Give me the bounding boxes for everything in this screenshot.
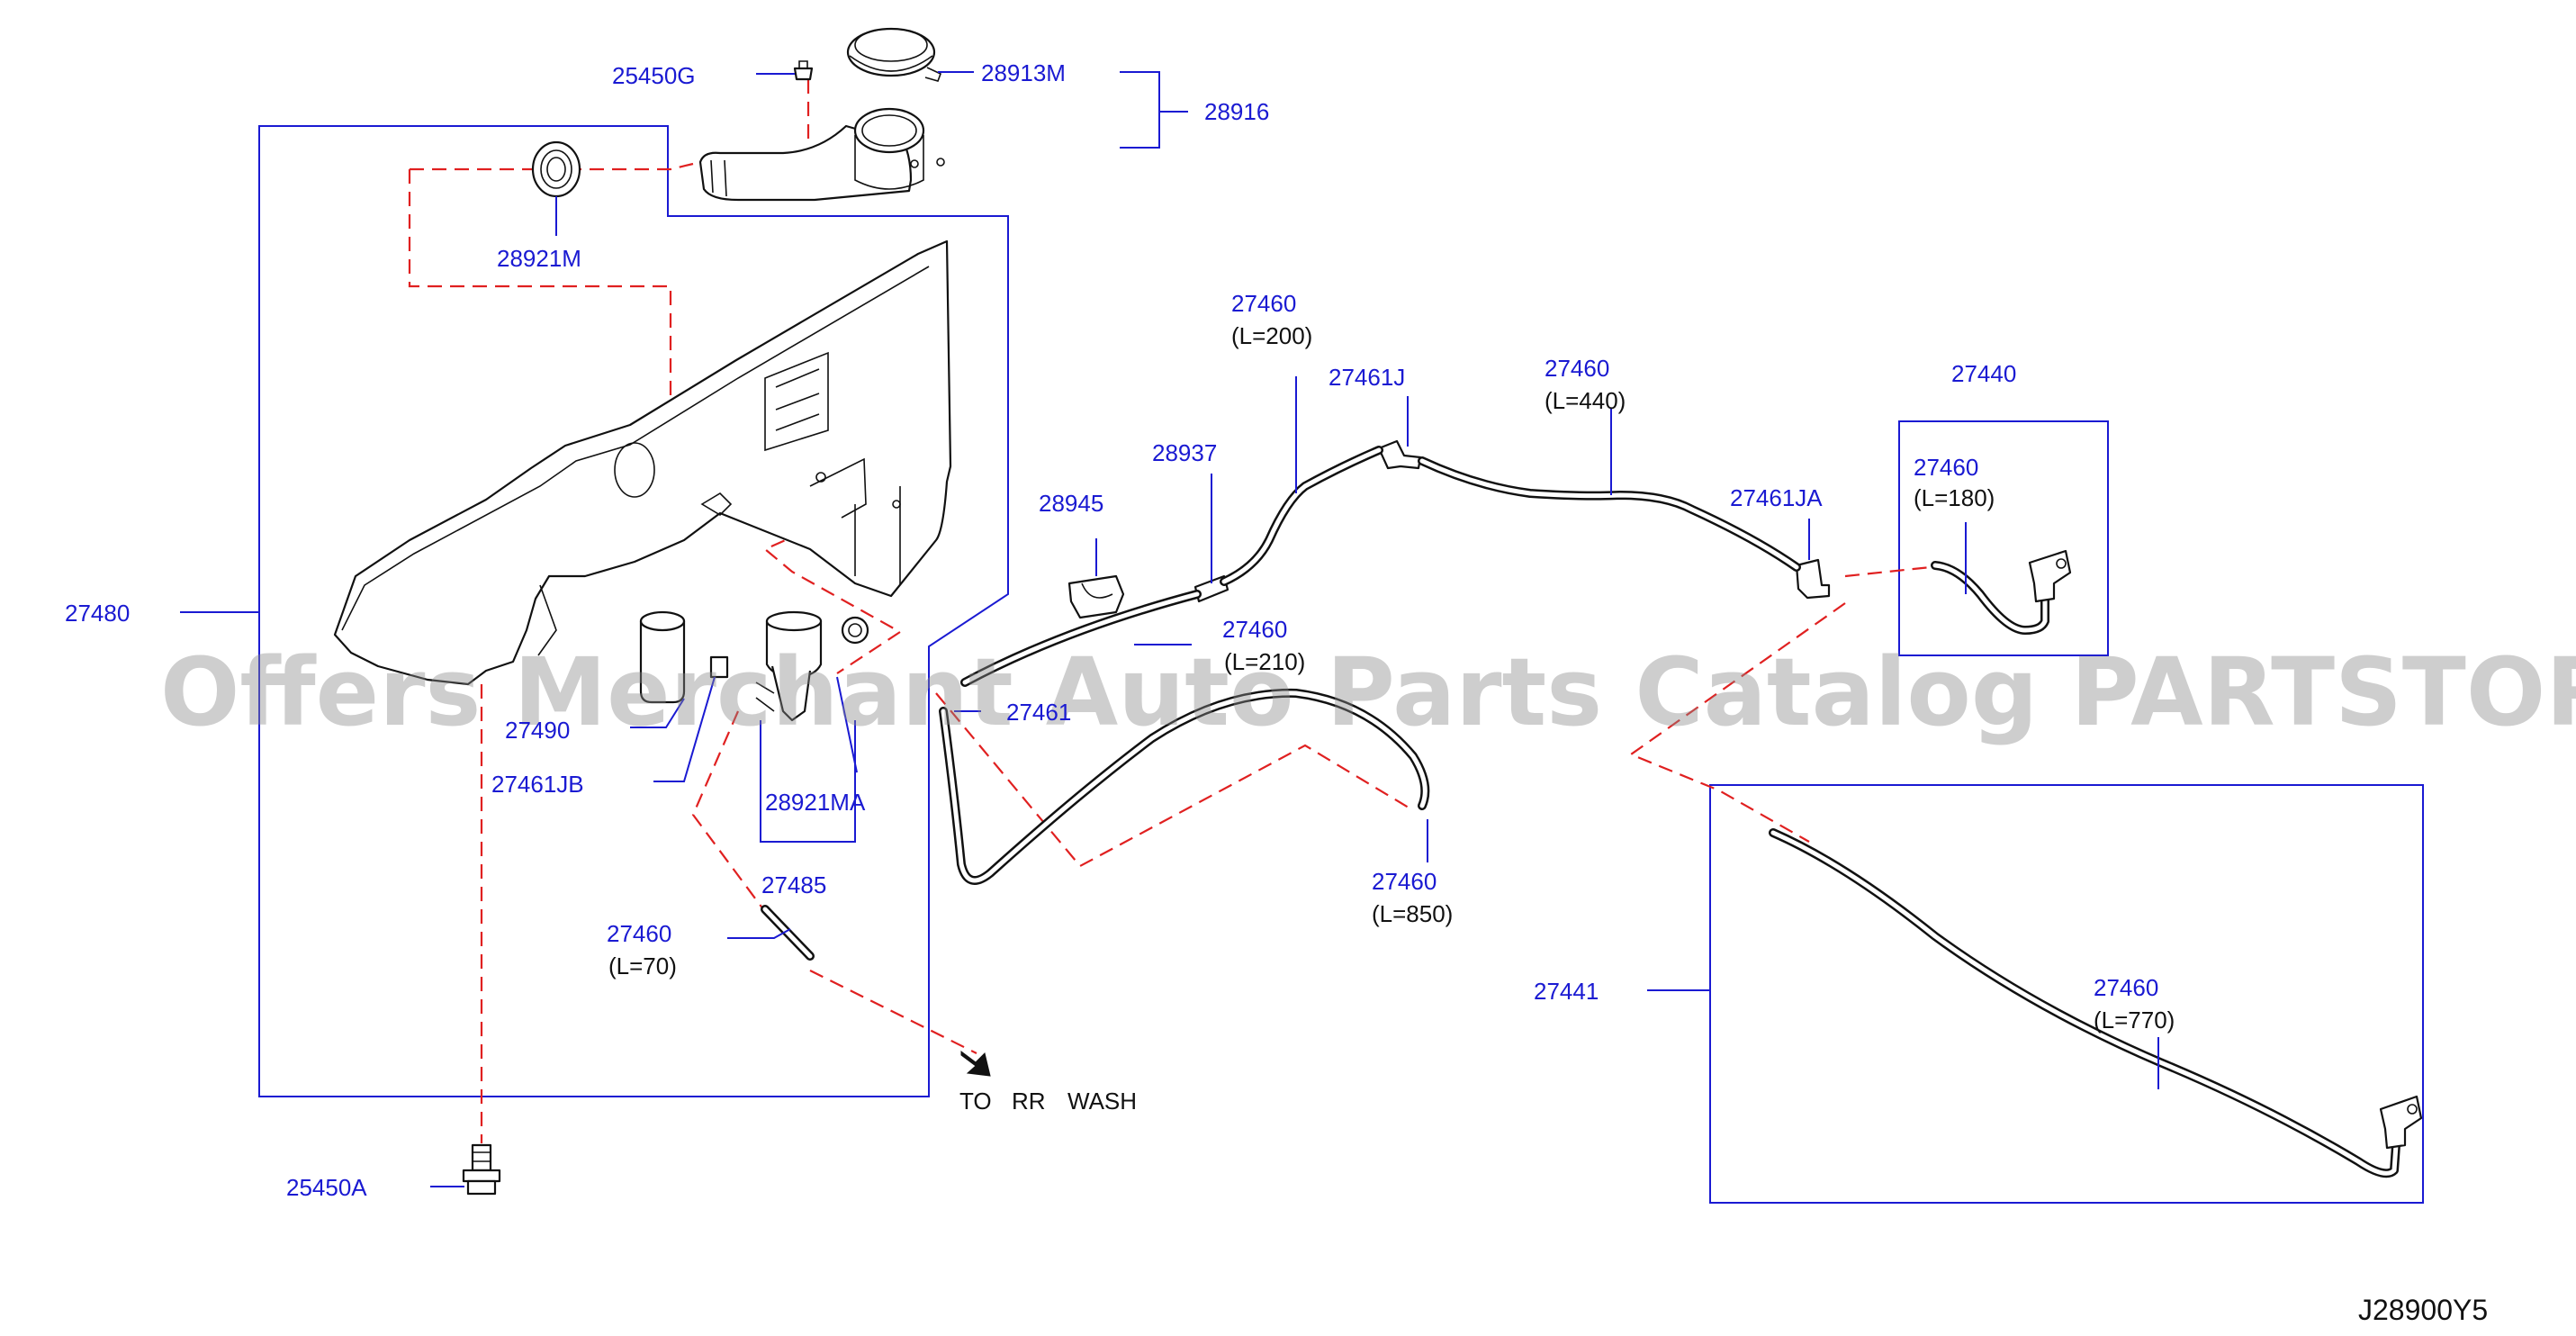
washer-pump-28921ma-icon [755,610,869,722]
note-wash: WASH [1067,1088,1137,1115]
callout-27480[interactable]: 27480 [65,600,130,627]
callout-27460-l180[interactable]: 27460 [1914,454,1978,481]
hose-clip-28945-icon [1067,574,1125,619]
length-l200: (L=200) [1231,322,1312,349]
filler-neck-assembly [698,107,945,202]
callout-27460-l200[interactable]: 27460 [1231,290,1296,317]
length-l770: (L=770) [2094,1007,2175,1034]
joint-27461ja-icon [1795,558,1831,600]
note-to: TO [959,1088,992,1115]
washer-tank-icon [333,239,952,686]
pump-grommet-27490-icon [639,610,686,704]
diagram-code: J28900Y5 [2358,1294,2488,1326]
filler-cap-icon [846,27,942,82]
callout-27461[interactable]: 27461 [1006,699,1071,726]
clip-25450g-icon [793,60,814,81]
length-l850: (L=850) [1372,900,1453,927]
callout-27441[interactable]: 27441 [1534,978,1599,1005]
callout-27460-l210[interactable]: 27460 [1222,616,1287,643]
callout-28937[interactable]: 28937 [1152,439,1217,466]
nozzle-assembly-frame-27441 [1709,784,2424,1204]
callout-28913m[interactable]: 28913M [981,59,1066,86]
nozzle-27440-icon [2028,549,2072,603]
callout-27460-l70[interactable]: 27460 [607,920,671,947]
callout-27440[interactable]: 27440 [1951,360,2016,387]
length-l440: (L=440) [1545,387,1626,414]
length-l70: (L=70) [608,952,677,979]
callout-27461ja[interactable]: 27461JA [1730,484,1823,511]
callout-27461jb[interactable]: 27461JB [491,771,584,798]
joint-27461j-icon [1377,439,1422,470]
callout-27461j[interactable]: 27461J [1329,364,1405,391]
callout-25450a[interactable]: 25450A [286,1174,367,1201]
callout-27460-l770[interactable]: 27460 [2094,974,2158,1001]
length-l210: (L=210) [1224,648,1305,675]
callout-28916[interactable]: 28916 [1204,98,1269,125]
bolt-25450a-icon [462,1143,501,1196]
nozzle-27441-icon [2379,1095,2423,1150]
joint-27461jb-icon [709,655,729,679]
watermark: Offers Merchant Auto Parts Catalog PARTS… [160,637,2576,747]
phantom-lines [408,79,1932,1143]
callout-27485[interactable]: 27485 [761,871,826,898]
callout-25450g[interactable]: 25450G [612,62,696,89]
length-l180: (L=180) [1914,484,1995,511]
callout-28921m[interactable]: 28921M [497,245,581,272]
note-rr: RR [1012,1088,1046,1115]
callout-28921ma[interactable]: 28921MA [765,789,866,816]
arrow-to-rr-wash-icon [960,1051,991,1077]
callout-28945[interactable]: 28945 [1039,490,1103,517]
callout-27490[interactable]: 27490 [505,717,570,744]
callout-27460-l440[interactable]: 27460 [1545,355,1609,382]
callout-27460-l850[interactable]: 27460 [1372,868,1437,895]
seal-28921m-icon [531,140,581,198]
nozzle-assembly-frame-27440 [1898,420,2109,656]
leader-lines [180,71,2159,1187]
washer-hoses [761,446,2400,1178]
